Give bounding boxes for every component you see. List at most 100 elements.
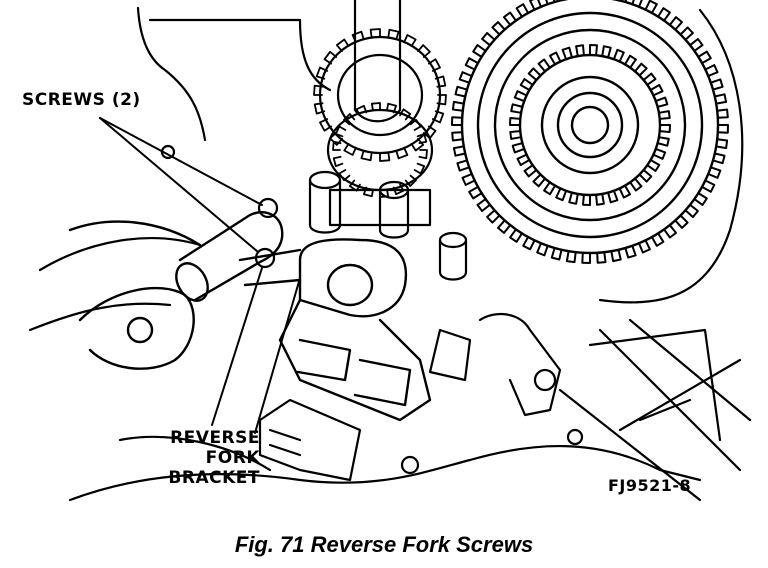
- case-right-edge: [598, 8, 744, 304]
- gear-tooth: [550, 247, 563, 261]
- lower-parts: [258, 312, 584, 482]
- gear-tooth: [417, 44, 431, 58]
- right-panel-lines: [558, 318, 752, 502]
- gear-tooth: [431, 110, 445, 124]
- middle-gear-teeth: [313, 28, 447, 198]
- gear-tooth: [516, 153, 531, 166]
- gear-tooth: [716, 124, 729, 134]
- gear-tooth: [335, 38, 350, 53]
- gear-tooth: [332, 156, 344, 167]
- gear-tooth: [319, 118, 333, 132]
- bracket-label-line3: BRACKET: [168, 468, 260, 488]
- gear-tooth: [456, 159, 471, 172]
- gear-tooth: [513, 90, 528, 103]
- gear-tooth: [486, 209, 501, 224]
- right-panel-lines-2: [588, 328, 722, 442]
- gear-tooth: [624, 244, 637, 259]
- gear-tooth: [313, 84, 324, 96]
- gear-tooth: [519, 78, 534, 91]
- case-lower-flange: [28, 237, 202, 332]
- gear-tooth: [624, 54, 637, 69]
- housing-outline: [136, 6, 207, 142]
- gear-tooth: [315, 66, 329, 80]
- gear-tooth: [701, 179, 716, 193]
- gear-tooth: [458, 71, 473, 84]
- gear-tooth: [387, 28, 400, 41]
- gear-tooth: [472, 44, 487, 58]
- figure-id: FJ9521-8: [608, 476, 692, 495]
- gear-tooth: [568, 191, 579, 205]
- gear-tooth: [511, 142, 526, 154]
- gear-tooth: [392, 183, 405, 196]
- gear-tooth: [491, 21, 506, 36]
- gear-tooth: [549, 51, 562, 66]
- gear-tooth: [527, 67, 542, 81]
- screw-heads: [160, 144, 279, 269]
- gear-tooth: [427, 58, 441, 72]
- gear-tooth: [642, 72, 657, 86]
- gear-tooth: [481, 32, 496, 47]
- gear-tooth: [360, 149, 373, 162]
- gear-tooth: [355, 104, 368, 117]
- gear-tooth: [697, 50, 712, 65]
- left-arm: [68, 220, 202, 370]
- gear-tooth: [509, 117, 522, 126]
- gear-tooth: [422, 125, 437, 140]
- gear-tooth: [409, 118, 422, 131]
- gear-tooth: [610, 248, 622, 263]
- gear-tooth: [476, 198, 491, 212]
- gear-tooth: [363, 186, 374, 198]
- gear-tooth: [452, 145, 467, 157]
- gear-tooth: [522, 236, 536, 251]
- gear-tooth: [663, 224, 677, 239]
- gear-tooth: [510, 103, 524, 114]
- gear-tooth: [561, 46, 573, 61]
- gear-tooth: [338, 169, 351, 182]
- gear-tooth: [618, 184, 631, 199]
- gear-tooth: [351, 30, 365, 44]
- gear-tooth: [386, 102, 397, 114]
- gear-tooth: [629, 177, 643, 192]
- gear-tooth: [379, 151, 391, 162]
- gear-tooth: [543, 181, 556, 196]
- gear-tooth: [649, 84, 664, 97]
- gear-tooth: [536, 242, 549, 257]
- gear-tooth: [638, 239, 651, 254]
- figure-caption: Fig. 71 Reverse Fork Screws: [234, 532, 534, 557]
- gear-tooth: [595, 192, 605, 206]
- case-inner-edge: [118, 435, 272, 472]
- gear-tooth: [713, 93, 728, 105]
- case-bottom: [68, 444, 702, 502]
- gear-tooth: [515, 3, 530, 18]
- gear-tooth: [668, 16, 683, 31]
- gear-tooth: [523, 164, 538, 178]
- gear-tooth: [589, 44, 598, 57]
- gear-tooth: [343, 142, 357, 156]
- gear-tooth: [644, 0, 658, 14]
- gear-tooth: [404, 174, 417, 187]
- gear-tooth: [581, 251, 591, 264]
- gear-tooth: [674, 214, 689, 229]
- gear-tooth: [656, 136, 670, 147]
- gear-tooth: [348, 179, 361, 192]
- screws-label: SCREWS (2): [22, 90, 141, 110]
- gear-tooth: [451, 100, 465, 112]
- gear-tooth: [313, 102, 326, 115]
- gear-tooth: [689, 38, 704, 52]
- gear-tooth: [658, 124, 671, 133]
- gear-tooth: [509, 130, 523, 140]
- gear-tooth: [468, 185, 483, 200]
- gear-tooth: [399, 108, 412, 121]
- large-gear-teeth: [451, 0, 729, 264]
- gear-tooth: [707, 166, 722, 179]
- gear-tooth: [596, 251, 607, 264]
- gear-tooth: [451, 116, 464, 126]
- gear-tooth: [434, 75, 447, 88]
- shift-rail: [175, 211, 284, 302]
- screws-leader-2: [99, 117, 259, 253]
- gear-tooth: [555, 187, 568, 202]
- gear-tooth: [370, 102, 381, 112]
- gear-tooth: [601, 45, 612, 59]
- gear-tooth: [634, 62, 648, 77]
